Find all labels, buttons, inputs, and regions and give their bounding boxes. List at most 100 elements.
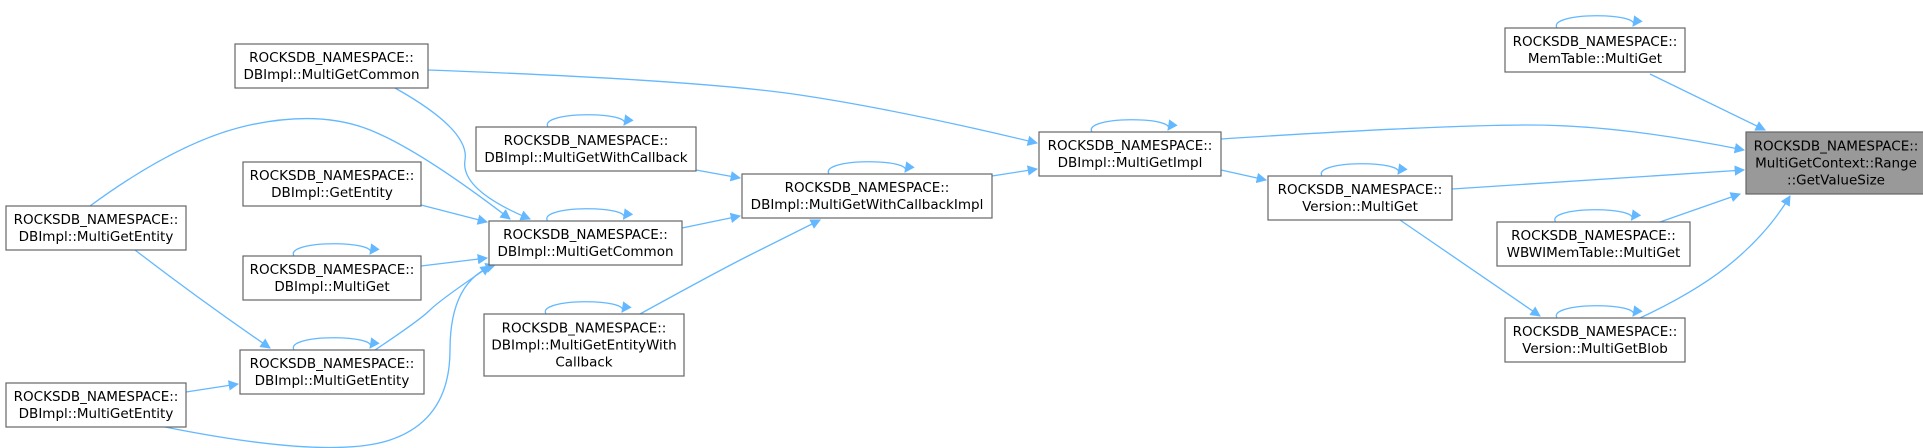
edge-version_multigetblob-to-root: [1639, 195, 1791, 319]
edge-version_multiget-to-root: [1451, 165, 1746, 190]
edge-dbimpl_mgentitywithcb-to-dbimpl_mgwcbimpl: [639, 219, 821, 315]
node-label-line: ROCKSDB_NAMESPACE::: [250, 262, 415, 278]
node-label-line: Callback: [555, 355, 612, 371]
node-label-line: MultiGetContext::Range: [1755, 156, 1917, 172]
node-label-line: DBImpl::MultiGetWithCallbackImpl: [751, 197, 984, 213]
node-label-line: ::GetValueSize: [1787, 173, 1885, 189]
node-box: [1745, 131, 1923, 195]
node-memtable_multiget[interactable]: ROCKSDB_NAMESPACE::MemTable::MultiGet: [1504, 27, 1686, 73]
node-label-line: ROCKSDB_NAMESPACE::: [502, 321, 667, 337]
node-wbwi_multiget[interactable]: ROCKSDB_NAMESPACE::WBWIMemTable::MultiGe…: [1496, 221, 1691, 267]
node-label-line: ROCKSDB_NAMESPACE::: [1513, 324, 1678, 340]
edge-dbimpl_mgcommon_top-to-dbimpl_multigetimpl: [427, 69, 1039, 146]
edge-dbimpl_mgcommon_mid-to-dbimpl_mgwcbimpl: [681, 212, 742, 229]
edge-dbimpl_mgwcbimpl-to-dbimpl_multigetimpl: [991, 165, 1039, 177]
edge-dbimpl_mgentity_left_bot-to-dbimpl_mgcommon_mid: [164, 263, 496, 448]
node-label-line: Version::MultiGet: [1302, 199, 1418, 215]
node-label-line: DBImpl::MultiGetImpl: [1058, 155, 1203, 171]
edge-dbimpl_mgwithcallback-to-dbimpl_mgwcbimpl: [695, 169, 742, 182]
edge-dbimpl_multigetimpl-to-version_multiget: [1220, 169, 1268, 184]
node-version_multigetblob[interactable]: ROCKSDB_NAMESPACE::Version::MultiGetBlob: [1504, 317, 1686, 363]
node-label-line: ROCKSDB_NAMESPACE::: [785, 180, 950, 196]
node-label-line: DBImpl::MultiGetEntityWith: [491, 338, 676, 354]
node-label-line: ROCKSDB_NAMESPACE::: [1278, 182, 1443, 198]
edge-dbimpl_getentity-to-dbimpl_mgcommon_mid: [420, 204, 489, 225]
node-label-line: ROCKSDB_NAMESPACE::: [250, 356, 415, 372]
node-box: [5, 205, 187, 251]
node-box: [234, 43, 429, 89]
node-box: [1504, 27, 1686, 73]
node-root[interactable]: ROCKSDB_NAMESPACE::MultiGetContext::Rang…: [1745, 131, 1923, 195]
node-dbimpl_mgentity_left_top[interactable]: ROCKSDB_NAMESPACE::DBImpl::MultiGetEntit…: [5, 205, 187, 251]
edges-layer: [89, 15, 1791, 448]
nodes-layer: ROCKSDB_NAMESPACE::MultiGetContext::Rang…: [5, 27, 1923, 428]
node-box: [5, 382, 187, 428]
node-label-line: ROCKSDB_NAMESPACE::: [14, 389, 179, 405]
node-label-line: DBImpl::MultiGet: [274, 279, 389, 295]
node-dbimpl_getentity[interactable]: ROCKSDB_NAMESPACE::DBImpl::GetEntity: [242, 161, 422, 207]
edge-dbimpl_mgcommon_top-to-dbimpl_mgcommon_mid: [394, 87, 531, 221]
edge-dbimpl_mgentity_left_bot-to-dbimpl_mgentity_mid: [185, 380, 240, 393]
node-dbimpl_mgentity_left_bot[interactable]: ROCKSDB_NAMESPACE::DBImpl::MultiGetEntit…: [5, 382, 187, 428]
self-loop-memtable_multiget: [1555, 15, 1643, 29]
self-loop-dbimpl_multiget: [292, 243, 380, 257]
node-label-line: DBImpl::MultiGetCommon: [497, 244, 673, 260]
node-dbimpl_multiget[interactable]: ROCKSDB_NAMESPACE::DBImpl::MultiGet: [242, 255, 422, 301]
node-label-line: ROCKSDB_NAMESPACE::: [1754, 139, 1919, 155]
node-box: [483, 313, 685, 377]
node-box: [239, 349, 425, 395]
node-label-line: ROCKSDB_NAMESPACE::: [503, 227, 668, 243]
node-label-line: DBImpl::MultiGetEntity: [255, 373, 410, 389]
edge-dbimpl_multigetimpl-to-root: [1220, 124, 1746, 154]
edge-version_multiget-to-version_multigetblob: [1399, 219, 1541, 317]
edge-wbwi_multiget-to-root: [1659, 192, 1741, 223]
self-loop-dbimpl_mgentitywithcb: [544, 301, 632, 315]
node-box: [1038, 131, 1222, 177]
node-dbimpl_mgwithcallback[interactable]: ROCKSDB_NAMESPACE::DBImpl::MultiGetWithC…: [475, 126, 697, 172]
node-dbimpl_mgcommon_top[interactable]: ROCKSDB_NAMESPACE::DBImpl::MultiGetCommo…: [234, 43, 429, 89]
node-label-line: DBImpl::MultiGetEntity: [19, 406, 174, 422]
node-box: [1496, 221, 1691, 267]
node-dbimpl_mgentitywithcb[interactable]: ROCKSDB_NAMESPACE::DBImpl::MultiGetEntit…: [483, 313, 685, 377]
node-box: [242, 161, 422, 207]
edge-memtable_multiget-to-root: [1649, 73, 1766, 131]
node-label-line: ROCKSDB_NAMESPACE::: [1048, 138, 1213, 154]
self-loop-dbimpl_mgentity_mid: [292, 337, 380, 351]
self-loop-dbimpl_mgcommon_mid: [546, 208, 634, 222]
node-label-line: ROCKSDB_NAMESPACE::: [14, 212, 179, 228]
node-box: [242, 255, 422, 301]
node-label-line: ROCKSDB_NAMESPACE::: [1513, 34, 1678, 50]
node-version_multiget[interactable]: ROCKSDB_NAMESPACE::Version::MultiGet: [1267, 175, 1453, 221]
self-loop-dbimpl_multigetimpl: [1090, 119, 1178, 133]
self-loop-dbimpl_mgwithcallback: [546, 114, 634, 128]
node-label-line: Version::MultiGetBlob: [1522, 341, 1668, 357]
node-label-line: DBImpl::MultiGetEntity: [19, 229, 174, 245]
node-label-line: ROCKSDB_NAMESPACE::: [1511, 228, 1676, 244]
edge-dbimpl_mgentity_left_top-to-dbimpl_mgcommon_mid: [89, 117, 511, 220]
node-box: [741, 173, 993, 219]
node-label-line: ROCKSDB_NAMESPACE::: [249, 50, 414, 66]
self-loop-wbwi_multiget: [1554, 209, 1642, 223]
self-loop-dbimpl_mgwcbimpl: [827, 161, 915, 175]
node-box: [1504, 317, 1686, 363]
node-label-line: WBWIMemTable::MultiGet: [1507, 245, 1681, 261]
node-label-line: DBImpl::MultiGetCommon: [243, 67, 419, 83]
edge-dbimpl_multiget-to-dbimpl_mgcommon_mid: [420, 253, 489, 267]
node-label-line: MemTable::MultiGet: [1528, 51, 1662, 67]
node-label-line: ROCKSDB_NAMESPACE::: [250, 168, 415, 184]
node-box: [475, 126, 697, 172]
self-loop-version_multiget: [1320, 163, 1408, 177]
node-dbimpl_mgentity_mid[interactable]: ROCKSDB_NAMESPACE::DBImpl::MultiGetEntit…: [239, 349, 425, 395]
node-label-line: ROCKSDB_NAMESPACE::: [504, 133, 669, 149]
node-label-line: DBImpl::MultiGetWithCallback: [484, 150, 687, 166]
edge-dbimpl_mgentity_left_top-to-dbimpl_mgentity_mid: [134, 249, 271, 349]
self-loop-version_multigetblob: [1555, 305, 1643, 319]
node-label-line: DBImpl::GetEntity: [271, 185, 393, 201]
node-dbimpl_mgcommon_mid[interactable]: ROCKSDB_NAMESPACE::DBImpl::MultiGetCommo…: [488, 220, 683, 266]
node-dbimpl_multigetimpl[interactable]: ROCKSDB_NAMESPACE::DBImpl::MultiGetImpl: [1038, 131, 1222, 177]
node-box: [488, 220, 683, 266]
node-dbimpl_mgwcbimpl[interactable]: ROCKSDB_NAMESPACE::DBImpl::MultiGetWithC…: [741, 173, 993, 219]
edge-dbimpl_mgentity_mid-to-dbimpl_mgcommon_mid: [374, 265, 491, 351]
node-box: [1267, 175, 1453, 221]
